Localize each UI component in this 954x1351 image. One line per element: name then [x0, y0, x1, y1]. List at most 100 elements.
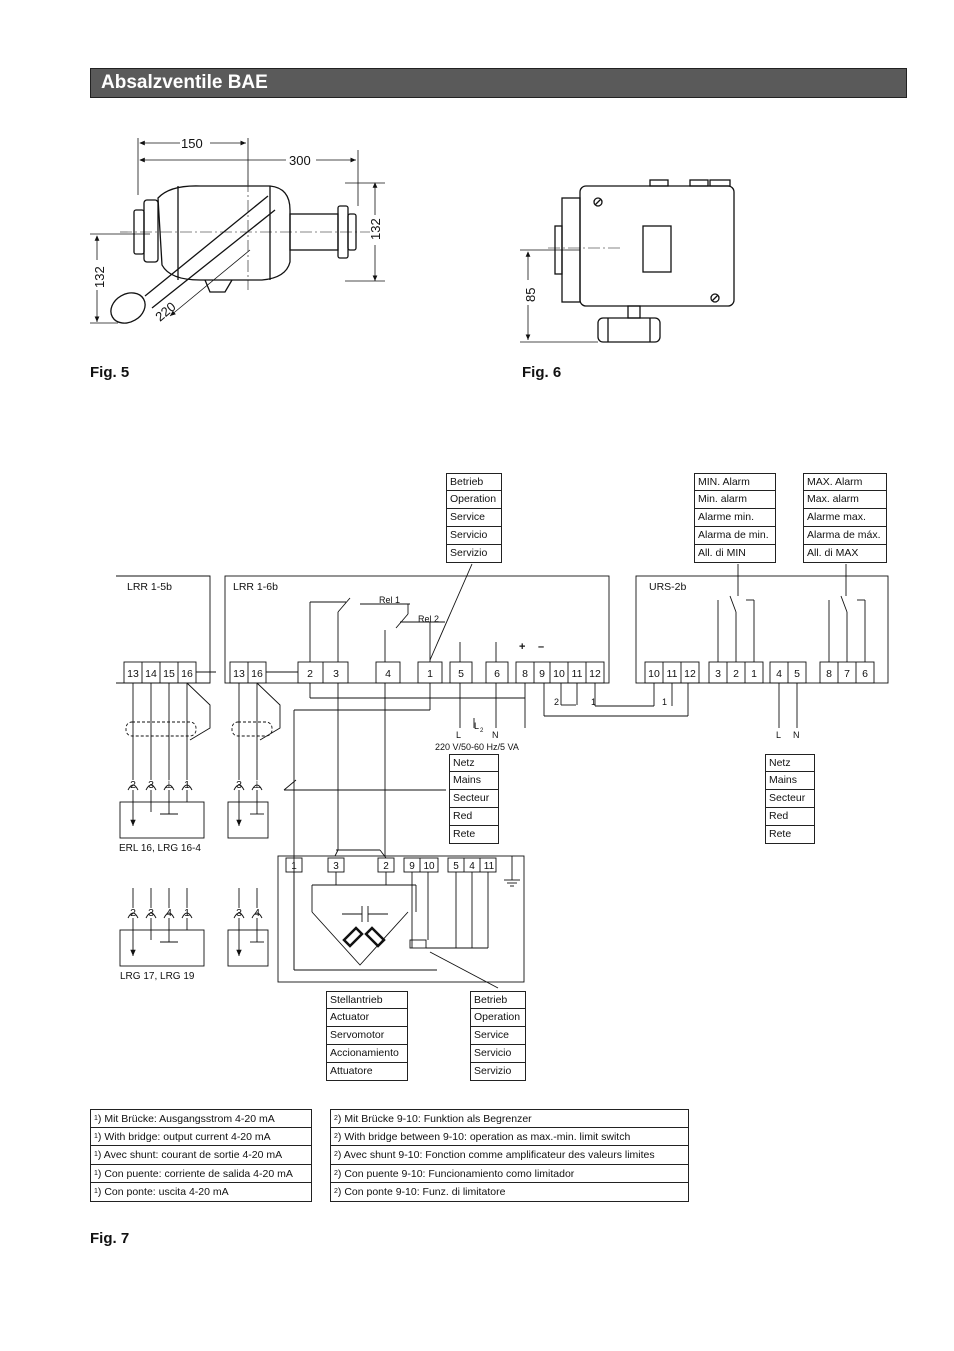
terminal: 4	[166, 907, 172, 919]
dim-220: 220	[152, 299, 178, 324]
terminal: 12	[684, 668, 696, 680]
terminal: 3	[333, 861, 339, 872]
label-row: Alarme min.	[694, 509, 776, 527]
label-row: Betrieb	[446, 473, 502, 491]
fig5-valve-drawing	[90, 138, 385, 324]
label-row: Attuatore	[326, 1063, 408, 1081]
terminal: 15	[163, 668, 175, 680]
label-minus: –	[538, 641, 544, 653]
terminal: 6	[494, 668, 500, 680]
label-n-urs: N	[793, 730, 800, 740]
terminal: 10	[648, 668, 660, 680]
label-lrr16b: LRR 1-6b	[233, 581, 278, 593]
label-l2: L	[474, 721, 479, 731]
marker-1: 1	[591, 697, 596, 707]
terminal: 9	[409, 861, 415, 872]
terminal: 1	[184, 907, 190, 919]
terminal: 1	[291, 861, 297, 872]
label-urs2b: URS-2b	[649, 581, 687, 593]
label-row: Service	[446, 509, 502, 527]
label-row: Operation	[470, 1009, 526, 1027]
terminal: 11	[484, 861, 495, 872]
wiring-diagram	[116, 563, 889, 989]
terminal: ⊥	[252, 779, 261, 791]
label-row: MIN. Alarm	[694, 473, 776, 491]
label-row: Rete	[449, 826, 499, 844]
terminal: 16	[251, 668, 263, 680]
terminal: 11	[667, 668, 678, 680]
label-row: Mains	[449, 772, 499, 790]
terminal: 10	[423, 861, 435, 872]
terminal: 4	[776, 668, 782, 680]
footnotes-2: 2) Mit Brücke 9-10: Funktion als Begrenz…	[330, 1109, 689, 1202]
terminals-lrr16b: 13 16 2 3 4 1 5 6 8 9 10 11 12	[233, 668, 601, 680]
label-row: Rete	[765, 826, 815, 844]
label-row: Min. alarm	[694, 491, 776, 509]
label-box-betrieb-bottom: Betrieb Operation Service Servicio Servi…	[470, 991, 526, 1081]
terminal: 14	[145, 668, 157, 680]
label-row: Netz	[449, 754, 499, 772]
label-rel2: Rel 2	[418, 614, 439, 624]
terminal: 7	[844, 668, 850, 680]
terminal: 13	[127, 668, 139, 680]
label-row: Servicio	[470, 1045, 526, 1063]
terminal: 2	[733, 668, 739, 680]
label-row: Secteur	[765, 790, 815, 808]
terminal: 16	[181, 668, 193, 680]
actuator-terminals: 1 3 2 9 10 5 4 11	[291, 861, 494, 872]
label-row: All. di MIN	[694, 545, 776, 563]
footnote-row: 2) Con ponte 9-10: Funz. di limitatore	[330, 1183, 689, 1202]
label-power: 220 V/50-60 Hz/5 VA	[435, 742, 519, 752]
terminal: 5	[458, 668, 464, 680]
label-row: All. di MAX	[803, 545, 887, 563]
footnotes-1: 1) Mit Brücke: Ausgangsstrom 4-20 mA 1) …	[90, 1109, 312, 1202]
terminal: 6	[862, 668, 868, 680]
footnote-markers: 2 1 1	[554, 697, 667, 707]
footnote-row: 2) Avec shunt 9-10: Fonction comme ampli…	[330, 1146, 689, 1165]
footnote-row: 1) Con puente: corriente de salida 4-20 …	[90, 1164, 312, 1183]
label-l: L	[456, 730, 461, 740]
label-row: Red	[449, 808, 499, 826]
label-box-stellantrieb: Stellantrieb Actuator Servomotor Acciona…	[326, 991, 408, 1081]
fig6-caption: Fig. 6	[522, 364, 562, 381]
label-rel1: Rel 1	[379, 595, 400, 605]
page-header: Absalzventile BAE	[90, 68, 907, 98]
label-row: Alarma de máx.	[803, 527, 887, 545]
label-row: MAX. Alarm	[803, 473, 887, 491]
label-row: Actuator	[326, 1009, 408, 1027]
page-title: Absalzventile BAE	[101, 72, 268, 93]
label-row: Betrieb	[470, 991, 526, 1009]
footnote-row: 2) Con puente 9-10: Funcionamiento como …	[330, 1164, 689, 1183]
terminal: ⊥	[164, 779, 173, 791]
footnote-row: 2) With bridge between 9-10: operation a…	[330, 1127, 689, 1146]
footnote-row: 1) Mit Brücke: Ausgangsstrom 4-20 mA	[90, 1109, 312, 1128]
terminal: 2	[130, 907, 136, 919]
dim-150: 150	[181, 136, 203, 151]
marker-2: 2	[554, 697, 559, 707]
label-l2-sub: 2	[480, 728, 484, 734]
terminal: 2	[307, 668, 313, 680]
footnote-row: 1) Avec shunt: courant de sortie 4-20 mA	[90, 1146, 312, 1165]
label-row: Servicio	[446, 527, 502, 545]
footnote-row: 1) With bridge: output current 4-20 mA	[90, 1127, 312, 1146]
terminal: 3	[148, 907, 154, 919]
dim-132-left: 132	[92, 266, 107, 288]
terminal: 3	[236, 779, 242, 791]
label-row: Secteur	[449, 790, 499, 808]
terminal: 4	[385, 668, 391, 680]
footnote-row: 2) Mit Brücke 9-10: Funktion als Begrenz…	[330, 1109, 689, 1128]
terminal: 3	[715, 668, 721, 680]
footnote-row: 1) Con ponte: uscita 4-20 mA	[90, 1183, 312, 1202]
terminal: 3	[148, 779, 154, 791]
terminal: 8	[826, 668, 832, 680]
label-plus: +	[519, 641, 525, 653]
dim-300: 300	[289, 153, 311, 168]
label-row: Mains	[765, 772, 815, 790]
terminal: 1	[427, 668, 433, 680]
fig6-actuator-drawing	[520, 179, 735, 343]
label-erl: ERL 16, LRG 16-4	[119, 843, 201, 854]
label-l-urs: L	[776, 730, 781, 740]
label-row: Alarma de min.	[694, 527, 776, 545]
terminal: 11	[572, 668, 583, 680]
terminal: 2	[130, 779, 136, 791]
